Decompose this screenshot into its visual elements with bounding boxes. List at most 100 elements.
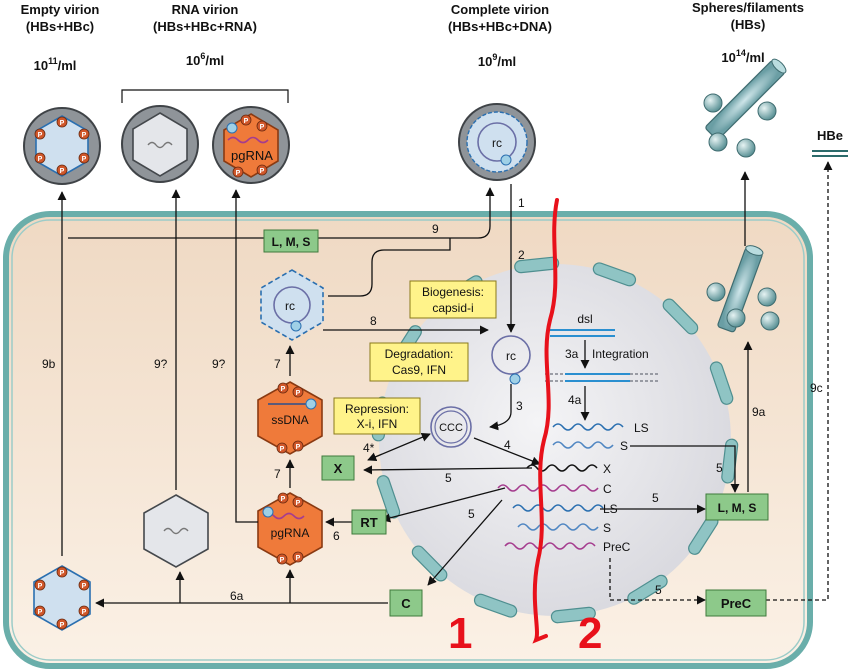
- svg-text:5: 5: [652, 491, 659, 505]
- svg-text:8: 8: [370, 314, 377, 328]
- svg-text:pgRNA: pgRNA: [231, 148, 273, 163]
- svg-text:6a: 6a: [230, 589, 244, 603]
- header-empty-virion: Empty virion (HBs+HBc) 1011/ml: [21, 2, 100, 73]
- dsl-dna: dsl Integration: [545, 312, 660, 382]
- svg-text:P: P: [82, 609, 87, 616]
- p-badge: P: [56, 164, 68, 176]
- svg-text:9: 9: [432, 222, 439, 236]
- nuclear-membrane-segment: [709, 361, 734, 405]
- svg-text:P: P: [280, 446, 285, 453]
- svg-text:(HBs+HBc): (HBs+HBc): [26, 19, 94, 34]
- svg-text:9c: 9c: [810, 381, 823, 395]
- svg-text:P: P: [236, 170, 241, 177]
- svg-text:LS: LS: [634, 421, 649, 435]
- svg-text:P: P: [260, 168, 265, 175]
- svg-text:P: P: [38, 156, 43, 163]
- p-badge: P: [256, 120, 268, 132]
- svg-text:P: P: [60, 622, 65, 629]
- svg-text:CCC: CCC: [439, 422, 463, 434]
- svg-text:6: 6: [333, 529, 340, 543]
- svg-text:Empty virion: Empty virion: [21, 2, 100, 17]
- nuclear-membrane-segment: [514, 256, 560, 274]
- box-repression: Repression: X-i, IFN: [333, 397, 421, 435]
- nuclear-membrane-segment: [627, 574, 668, 605]
- svg-text:5: 5: [716, 461, 723, 475]
- svg-text:P: P: [82, 132, 87, 139]
- svg-text:P: P: [38, 583, 43, 590]
- svg-text:P: P: [296, 390, 301, 397]
- svg-text:PreC: PreC: [721, 596, 752, 611]
- svg-text:P: P: [38, 609, 43, 616]
- svg-text:(HBs+HBc+DNA): (HBs+HBc+DNA): [448, 19, 552, 34]
- svg-text:pgRNA: pgRNA: [271, 526, 310, 540]
- p-badge: P: [56, 566, 68, 578]
- svg-text:Integration: Integration: [592, 347, 649, 361]
- empty-virion: P P P P P P: [23, 107, 101, 185]
- p-badge: P: [277, 382, 289, 394]
- svg-text:Biogenesis:: Biogenesis:: [422, 285, 484, 299]
- svg-text:P: P: [296, 500, 301, 507]
- svg-text:9b: 9b: [42, 357, 56, 371]
- svg-text:4a: 4a: [568, 393, 582, 407]
- cccdna: CCC: [430, 406, 472, 448]
- svg-text:(HBs): (HBs): [731, 17, 766, 32]
- nuclear-membrane-segment: [662, 298, 699, 335]
- svg-text:L, M, S: L, M, S: [718, 501, 757, 515]
- svg-text:PreC: PreC: [603, 540, 631, 554]
- svg-text:rc: rc: [285, 299, 295, 313]
- svg-text:L, M, S: L, M, S: [272, 235, 311, 249]
- box-rt: RT: [351, 509, 387, 535]
- box-prec: PreC: [705, 589, 767, 617]
- p-badge: P: [256, 164, 268, 176]
- p-badge: P: [56, 116, 68, 128]
- rc-capsid: rc: [260, 269, 324, 341]
- svg-text:S: S: [620, 439, 628, 453]
- empty-capsid-bottom: P P P P P P: [33, 565, 91, 631]
- box-lms-top: L, M, S: [263, 229, 319, 253]
- svg-text:5: 5: [445, 471, 452, 485]
- svg-text:P: P: [260, 124, 265, 131]
- svg-text:106/ml: 106/ml: [186, 51, 224, 68]
- svg-text:Cas9, IFN: Cas9, IFN: [392, 363, 446, 377]
- rna-virion-grey: [121, 105, 199, 183]
- p-badge: P: [240, 114, 252, 126]
- nuclear-membrane-segment: [376, 475, 401, 519]
- p-badge: P: [34, 128, 46, 140]
- p-badge: P: [56, 618, 68, 630]
- svg-text:Degradation:: Degradation:: [385, 347, 454, 361]
- svg-text:Repression:: Repression:: [345, 402, 409, 416]
- svg-text:7: 7: [274, 467, 281, 481]
- svg-text:1: 1: [448, 609, 472, 658]
- svg-text:1014/ml: 1014/ml: [721, 48, 764, 65]
- svg-text:ssDNA: ssDNA: [271, 413, 308, 427]
- svg-text:109/ml: 109/ml: [478, 52, 516, 69]
- step-labels: 1 2 3 4 4* 3a 4a 5 5 5 5 5 6 6a 7 7 8 9 …: [42, 196, 823, 603]
- svg-text:P: P: [82, 583, 87, 590]
- svg-text:P: P: [60, 570, 65, 577]
- svg-text:P: P: [281, 496, 286, 503]
- p-badge: P: [78, 605, 90, 617]
- p-badge: P: [276, 553, 288, 565]
- hbe-marker: HBe: [812, 128, 848, 157]
- svg-text:5: 5: [468, 507, 475, 521]
- svg-text:P: P: [82, 156, 87, 163]
- svg-text:dsl: dsl: [577, 312, 592, 326]
- header-spheres-filaments: Spheres/filaments (HBs) 1014/ml: [692, 0, 804, 65]
- box-c: C: [389, 589, 423, 617]
- svg-text:rc: rc: [492, 136, 502, 150]
- arrows: [57, 161, 833, 608]
- red-annotation: 1 2: [448, 198, 602, 658]
- svg-text:P: P: [60, 168, 65, 175]
- svg-text:X-i, IFN: X-i, IFN: [357, 417, 398, 431]
- svg-text:P: P: [281, 386, 286, 393]
- svg-text:P: P: [38, 132, 43, 139]
- p-badge: P: [277, 492, 289, 504]
- svg-text:4: 4: [504, 438, 511, 452]
- p-badge: P: [232, 166, 244, 178]
- svg-text:capsid-i: capsid-i: [432, 301, 473, 315]
- svg-text:7: 7: [274, 357, 281, 371]
- box-x: X: [321, 455, 355, 481]
- p-badge: P: [276, 442, 288, 454]
- p-badge: P: [34, 605, 46, 617]
